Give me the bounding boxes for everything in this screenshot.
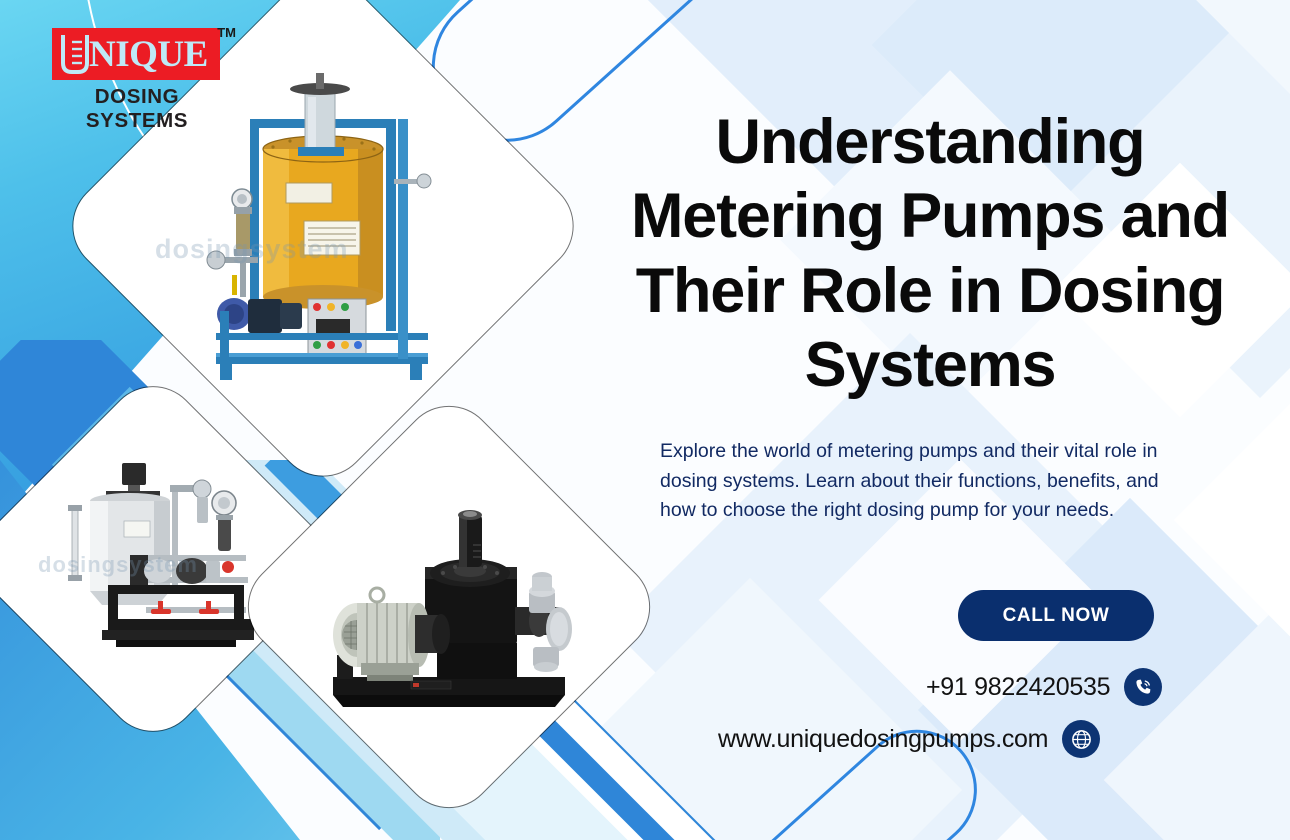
content-column: Understanding Metering Pumps and Their R… — [600, 0, 1290, 840]
website-url: www.uniquedosingpumps.com — [718, 724, 1049, 753]
description-text: Explore the world of metering pumps and … — [660, 440, 1159, 522]
plunger-metering-pump-image — [333, 509, 572, 707]
beaker-icon — [58, 33, 92, 75]
trademark-symbol: TM — [217, 25, 236, 40]
globe-icon[interactable] — [1062, 720, 1101, 758]
logo-wordmark: NIQUE — [89, 33, 208, 75]
product-card-stainless-tank: dosingsystem — [0, 368, 344, 750]
brand-logo[interactable]: NIQUE TM DOSING SYSTEMS — [52, 25, 237, 133]
stainless-dosing-tank-skid-image — [67, 463, 254, 647]
call-now-button[interactable]: CALL NOW — [958, 590, 1154, 641]
product-card-yellow-tank: dosingsystem — [54, 0, 592, 495]
phone-icon[interactable] — [1124, 668, 1163, 706]
product-card-metering-pump — [229, 387, 669, 827]
page-title: Understanding Metering Pumps and Their R… — [631, 107, 1230, 400]
yellow-dosing-tank-skid-image — [206, 73, 432, 380]
website-row[interactable]: www.uniquedosingpumps.com — [718, 720, 1101, 758]
phone-row[interactable]: +91 9822420535 — [926, 668, 1163, 706]
phone-number: +91 9822420535 — [926, 672, 1111, 701]
logo-tagline: DOSING SYSTEMS — [85, 85, 189, 132]
logo-red-block: NIQUE TM — [52, 25, 236, 80]
